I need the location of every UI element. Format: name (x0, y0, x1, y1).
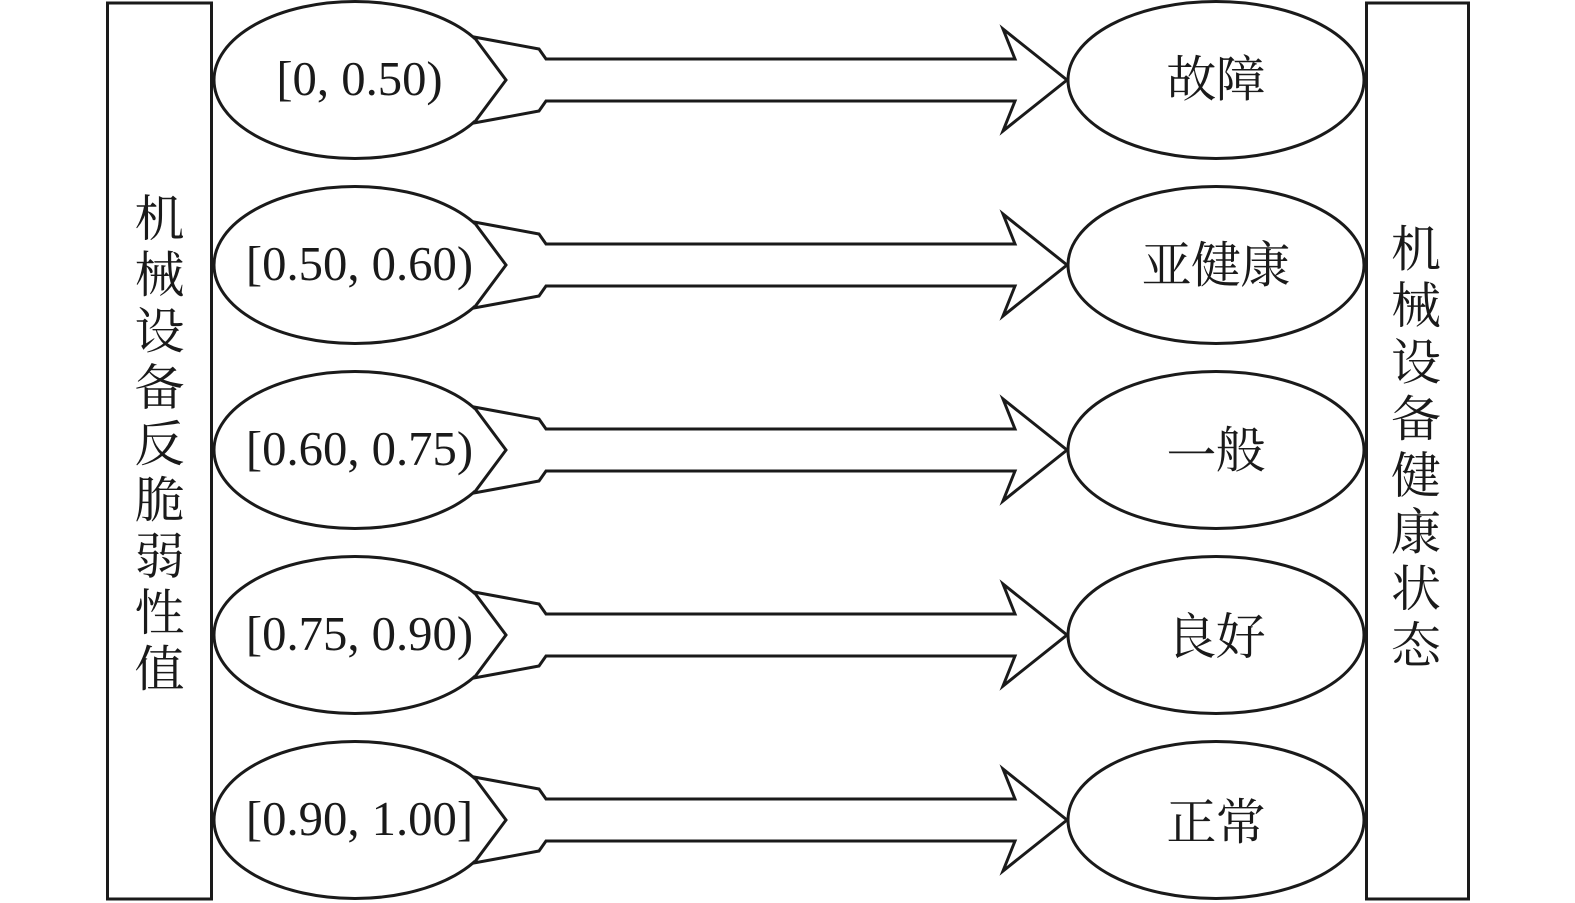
svg-text:[0.60, 0.75): [0.60, 0.75) (246, 422, 473, 476)
svg-text:[0.75, 0.90): [0.75, 0.90) (246, 607, 473, 661)
svg-text:[0.50, 0.60): [0.50, 0.60) (246, 237, 473, 291)
svg-text:[0, 0.50): [0, 0.50) (276, 52, 442, 106)
svg-text:[0.90, 1.00]: [0.90, 1.00] (246, 792, 473, 846)
